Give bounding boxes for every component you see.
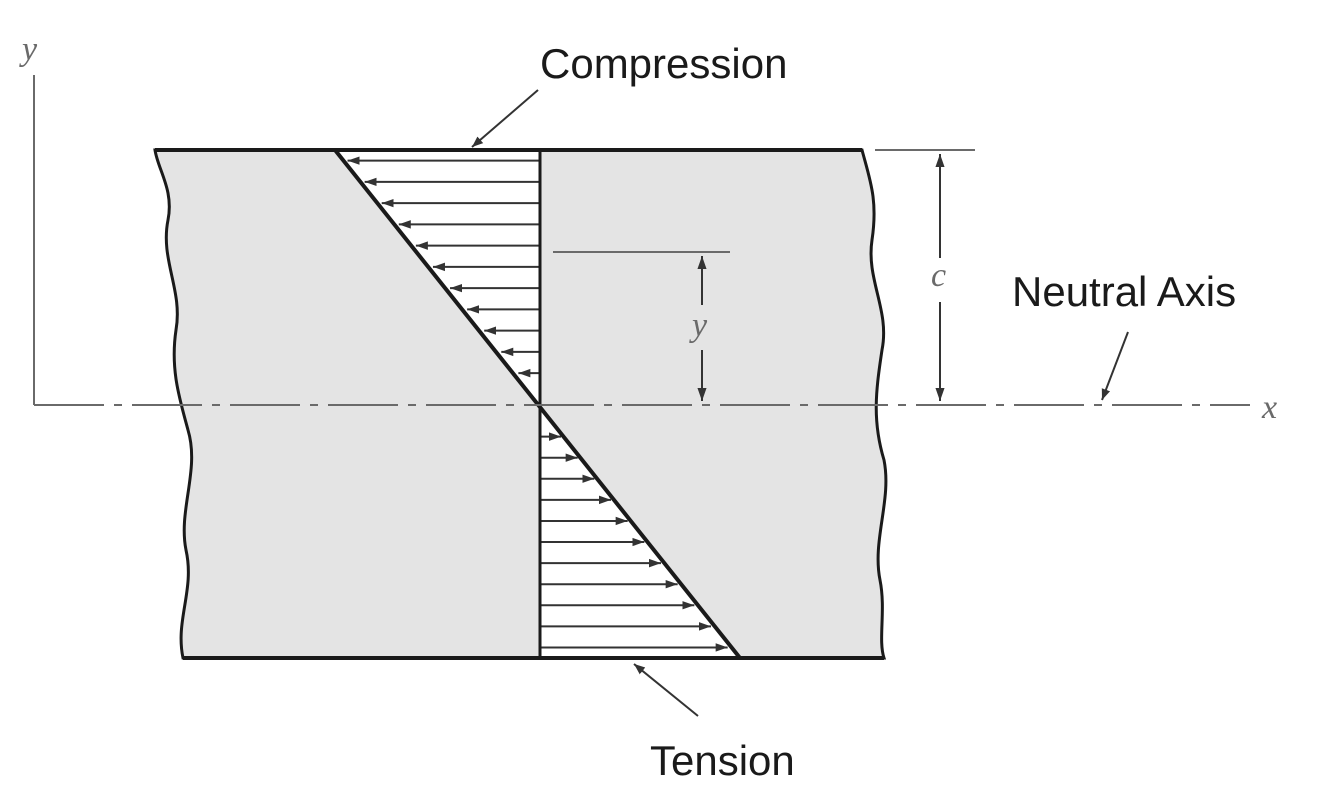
tension-label: Tension [650,737,795,784]
x-axis-label: x [1261,389,1277,426]
c-dimension-label: c [931,257,946,294]
compression-label: Compression [540,40,787,87]
y-dimension-label: y [689,307,708,344]
compression-stress-arrows [347,156,540,378]
y-axis-label: y [19,31,38,68]
tension-leader-arrow [633,663,699,717]
neutral-axis-leader-arrow [1101,331,1129,401]
neutral-axis-label: Neutral Axis [1012,268,1236,315]
tension-stress-arrows [540,432,728,652]
compression-leader-arrow [471,89,539,148]
